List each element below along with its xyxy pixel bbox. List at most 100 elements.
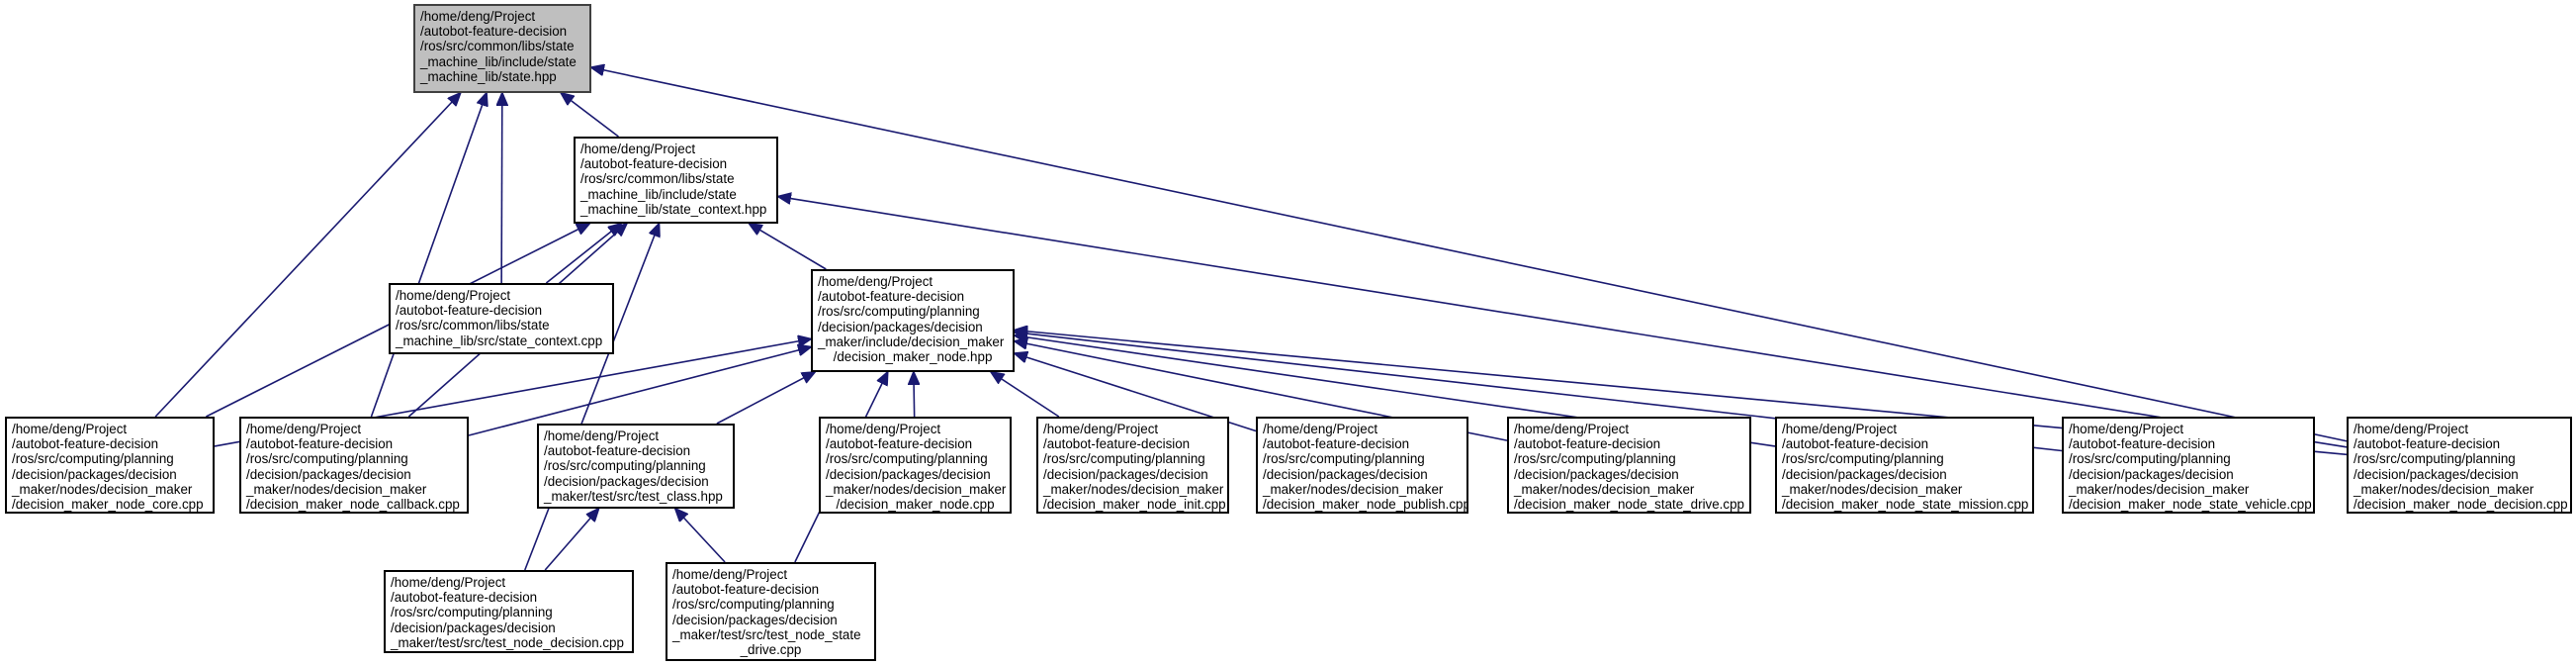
edge-n_test_node_state_drive-to-n_test_class [675, 509, 726, 563]
node-core-line-5: _maker/nodes/decision_maker [12, 481, 193, 497]
node-state-vehicle-line-4: /decision/packages/decision [2069, 466, 2234, 482]
node-decision-maker-node-callback-cpp[interactable]: /home/deng/Project /autobot-feature-deci… [239, 417, 469, 514]
edge-n_test_node_decision-to-n_test_class [544, 509, 598, 571]
node-test-node-state-drive-line-3: /ros/src/computing/planning [672, 597, 835, 613]
node-state-vehicle-line-1: /home/deng/Project [2069, 422, 2184, 436]
node-decision-line-5: _maker/nodes/decision_maker [2354, 481, 2534, 497]
node-test-class-line-4: /decision/packages/decision [544, 473, 709, 489]
node-state-drive-line-3: /ros/src/computing/planning [1514, 451, 1676, 467]
edge-n_node_cpp-to-n_dm_node_hpp [914, 372, 915, 418]
node-publish-line-3: /ros/src/computing/planning [1263, 451, 1425, 467]
node-decision-maker-node-core-cpp[interactable]: /home/deng/Project /autobot-feature-deci… [5, 417, 215, 514]
node-decision-maker-node-decision-cpp[interactable]: /home/deng/Project /autobot-feature-deci… [2347, 417, 2572, 514]
node-publish-line-1: /home/deng/Project [1263, 422, 1378, 436]
node-test-node-decision-line-4: /decision/packages/decision [391, 619, 556, 635]
node-state-context-hpp-line-4: _machine_lib/include/state [580, 186, 737, 202]
node-core-line-6: /decision_maker_node_core.cpp [12, 497, 204, 513]
node-state-context-hpp-line-1: /home/deng/Project [580, 142, 696, 156]
node-state-context-hpp-line-2: /autobot-feature-decision [580, 156, 728, 172]
node-init-line-1: /home/deng/Project [1043, 422, 1159, 436]
node-callback-line-4: /decision/packages/decision [246, 466, 411, 482]
node-decision-maker-node-hpp-line-1: /home/deng/Project [818, 274, 933, 289]
node-state-mission-line-2: /autobot-feature-decision [1782, 436, 1929, 452]
node-state-vehicle-line-6: /decision_maker_node_state_vehicle.cpp [2069, 497, 2312, 513]
node-state-hpp-line-5: _machine_lib/state.hpp [420, 68, 557, 84]
node-decision-maker-node-hpp-line-3: /ros/src/computing/planning [818, 304, 980, 320]
node-init-line-5: _maker/nodes/decision_maker [1043, 481, 1224, 497]
node-test-class-hpp[interactable]: /home/deng/Project /autobot-feature-deci… [537, 424, 735, 509]
node-test-class-line-1: /home/deng/Project [544, 428, 660, 443]
edge-n_state_context_hpp-to-n_state [561, 93, 619, 138]
node-test-node-state-drive-line-6: _drive.cpp [740, 642, 802, 658]
node-state-context-cpp-line-2: /autobot-feature-decision [396, 303, 543, 319]
node-init-line-4: /decision/packages/decision [1043, 466, 1208, 482]
node-state-vehicle-line-5: _maker/nodes/decision_maker [2069, 481, 2250, 497]
node-decision-maker-node-init-cpp[interactable]: /home/deng/Project /autobot-feature-deci… [1036, 417, 1229, 514]
node-test-node-state-drive-cpp[interactable]: /home/deng/Project /autobot-feature-deci… [666, 562, 876, 661]
node-test-node-decision-line-3: /ros/src/computing/planning [391, 605, 553, 620]
node-core-line-4: /decision/packages/decision [12, 466, 177, 482]
node-state-drive-line-4: /decision/packages/decision [1514, 466, 1679, 482]
node-state-context-cpp-line-1: /home/deng/Project [396, 288, 511, 303]
node-decision-maker-node-state-vehicle-cpp[interactable]: /home/deng/Project /autobot-feature-deci… [2062, 417, 2315, 514]
node-state-context-cpp-line-4: _machine_lib/src/state_context.cpp [396, 333, 603, 348]
node-state-mission-line-4: /decision/packages/decision [1782, 466, 1947, 482]
node-state-vehicle-line-2: /autobot-feature-decision [2069, 436, 2216, 452]
node-decision-maker-node-state-mission-cpp[interactable]: /home/deng/Project /autobot-feature-deci… [1775, 417, 2034, 514]
node-state-hpp-line-3: /ros/src/common/libs/state [420, 39, 575, 54]
node-publish-line-5: _maker/nodes/decision_maker [1263, 481, 1444, 497]
node-decision-maker-node-hpp-line-2: /autobot-feature-decision [818, 289, 965, 305]
node-callback-line-2: /autobot-feature-decision [246, 436, 394, 452]
node-decision-maker-node-hpp[interactable]: /home/deng/Project /autobot-feature-deci… [811, 269, 1015, 372]
node-state-context-hpp[interactable]: /home/deng/Project /autobot-feature-deci… [574, 137, 778, 224]
edge-n_init-to-n_dm_node_hpp [991, 372, 1060, 418]
node-state-hpp[interactable]: /home/deng/Project /autobot-feature-deci… [413, 4, 591, 93]
node-decision-line-1: /home/deng/Project [2354, 422, 2469, 436]
edge-n_decision-to-n_state [591, 67, 2348, 442]
node-state-context-hpp-line-3: /ros/src/common/libs/state [580, 171, 735, 187]
node-test-node-state-drive-line-5: _maker/test/src/test_node_state [672, 626, 861, 642]
node-state-drive-line-5: _maker/nodes/decision_maker [1514, 481, 1695, 497]
node-publish-line-4: /decision/packages/decision [1263, 466, 1428, 482]
node-core-line-1: /home/deng/Project [12, 422, 128, 436]
edge-n_state_context_cpp-to-n_state [501, 93, 502, 284]
edge-n_state_context_cpp-to-n_state_context_hpp [545, 224, 621, 284]
node-state-hpp-line-4: _machine_lib/include/state [420, 53, 577, 69]
node-callback-line-5: _maker/nodes/decision_maker [246, 481, 427, 497]
node-test-class-line-2: /autobot-feature-decision [544, 443, 691, 459]
node-state-mission-line-3: /ros/src/computing/planning [1782, 451, 1944, 467]
node-decision-maker-node-hpp-line-5: _maker/include/decision_maker [818, 333, 1005, 349]
node-state-mission-line-6: /decision_maker_node_state_mission.cpp [1782, 497, 2029, 513]
node-decision-maker-node-state-drive-cpp[interactable]: /home/deng/Project /autobot-feature-deci… [1507, 417, 1751, 514]
node-state-hpp-line-1: /home/deng/Project [420, 9, 536, 24]
node-test-class-line-3: /ros/src/computing/planning [544, 458, 706, 474]
edge-n_callback-to-n_state [370, 93, 487, 418]
node-init-line-3: /ros/src/computing/planning [1043, 451, 1205, 467]
edge-n_decision-to-n_state_context_hpp [778, 197, 2348, 448]
edge-n_dm_node_hpp-to-n_state_context_hpp [750, 224, 827, 270]
node-publish-line-6: /decision_maker_node_publish.cpp [1263, 497, 1468, 513]
edge-n_test_class-to-n_dm_node_hpp [716, 372, 815, 425]
node-callback-line-3: /ros/src/computing/planning [246, 451, 408, 467]
node-core-line-2: /autobot-feature-decision [12, 436, 159, 452]
node-decision-line-4: /decision/packages/decision [2354, 466, 2519, 482]
node-init-line-6: /decision_maker_node_init.cpp [1043, 497, 1226, 513]
node-decision-maker-node-hpp-line-6: /decision_maker_node.hpp [833, 349, 993, 365]
node-state-mission-line-5: _maker/nodes/decision_maker [1782, 481, 1963, 497]
node-init-line-2: /autobot-feature-decision [1043, 436, 1191, 452]
node-state-vehicle-line-3: /ros/src/computing/planning [2069, 451, 2231, 467]
node-state-drive-line-6: /decision_maker_node_state_drive.cpp [1514, 497, 1744, 513]
node-node-cpp-line-4: /decision/packages/decision [826, 466, 991, 482]
node-callback-line-1: /home/deng/Project [246, 422, 362, 436]
node-node-cpp-line-6: /decision_maker_node.cpp [836, 497, 995, 513]
node-test-node-decision-cpp[interactable]: /home/deng/Project /autobot-feature-deci… [384, 570, 634, 653]
edge-n_core-to-n_state [154, 93, 460, 418]
node-decision-maker-node-cpp[interactable]: /home/deng/Project /autobot-feature-deci… [819, 417, 1012, 514]
node-state-drive-line-2: /autobot-feature-decision [1514, 436, 1661, 452]
node-decision-maker-node-publish-cpp[interactable]: /home/deng/Project /autobot-feature-deci… [1256, 417, 1468, 514]
node-test-node-decision-line-5: _maker/test/src/test_node_decision.cpp [391, 634, 624, 650]
node-test-class-line-5: _maker/test/src/test_class.hpp [544, 488, 723, 504]
node-state-context-cpp[interactable]: /home/deng/Project /autobot-feature-deci… [389, 283, 614, 354]
node-node-cpp-line-3: /ros/src/computing/planning [826, 451, 988, 467]
